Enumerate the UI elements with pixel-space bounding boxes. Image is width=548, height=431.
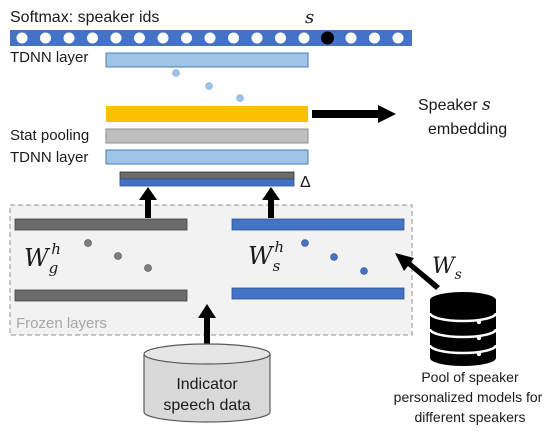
indicator-label-line2: speech data [163, 397, 250, 414]
dot [301, 239, 309, 247]
indicator-label-line1: Indicator [176, 376, 238, 393]
softmax-label: Softmax: speaker ids [10, 9, 159, 26]
frozen-layers-label: Frozen layers [16, 315, 107, 332]
stat-pooling-layer [105, 128, 309, 144]
cylinder-disk-icon [143, 343, 271, 423]
dot [330, 253, 338, 261]
softmax-node-target [321, 31, 334, 45]
softmax-node [87, 32, 98, 44]
softmax-node [275, 32, 286, 44]
speaker-layer-bottom [231, 287, 405, 300]
softmax-node [228, 32, 239, 44]
dot [172, 69, 180, 77]
diagonal-arrow-icon [395, 253, 440, 290]
tdnn-bottom-label: TDNN layer [10, 149, 88, 166]
softmax-node [392, 32, 404, 44]
dot [114, 252, 122, 260]
dot [205, 82, 213, 90]
softmax-node [110, 32, 122, 44]
up-arrow-icon [139, 187, 157, 218]
speaker-embedding-layer [106, 106, 308, 122]
speaker-embedding-label-line2: embedding [428, 121, 507, 138]
softmax-node [16, 32, 28, 44]
softmax-node [345, 32, 357, 44]
softmax-target-label: s [305, 7, 314, 28]
tdnn-bottom-layer [105, 149, 309, 165]
softmax-node [251, 32, 263, 44]
tdnn-top-layer [105, 52, 309, 68]
up-arrow-icon [262, 187, 280, 218]
speaker-weights-label: Wsh [248, 238, 284, 275]
tdnn-top-label: TDNN layer [10, 49, 88, 66]
speaker-embedding-label: Speaker s [418, 95, 491, 115]
combined-layer-speaker [119, 178, 295, 187]
stat-pooling-label: Stat pooling [10, 127, 89, 144]
softmax-node [369, 32, 380, 44]
combined-layer-generic [119, 171, 295, 180]
softmax-node [181, 32, 192, 44]
dot [144, 264, 152, 272]
up-arrow-icon [198, 304, 216, 356]
pool-label-line1: Pool of speaker [421, 369, 519, 385]
softmax-node [157, 32, 169, 44]
softmax-node [298, 32, 310, 44]
softmax-node [134, 32, 145, 44]
softmax-node [204, 32, 216, 44]
dot [236, 94, 244, 102]
pool-weights-label: Ws [432, 254, 462, 283]
generic-weights-label: Wgh [24, 240, 61, 277]
generic-layer-top [14, 218, 188, 231]
delta-label: Δ [300, 174, 311, 191]
pool-label-line2: personalized models for [394, 389, 543, 405]
softmax-node [63, 32, 75, 44]
dot [360, 267, 368, 275]
database-stack-icon [428, 292, 498, 366]
pool-label-line3: different speakers [414, 409, 525, 425]
generic-layer-bottom [14, 289, 188, 302]
speaker-layer-top [231, 218, 405, 231]
softmax-node [40, 32, 51, 44]
right-arrow-icon [312, 105, 396, 123]
dot [84, 239, 92, 247]
softmax-node-group [16, 31, 404, 45]
